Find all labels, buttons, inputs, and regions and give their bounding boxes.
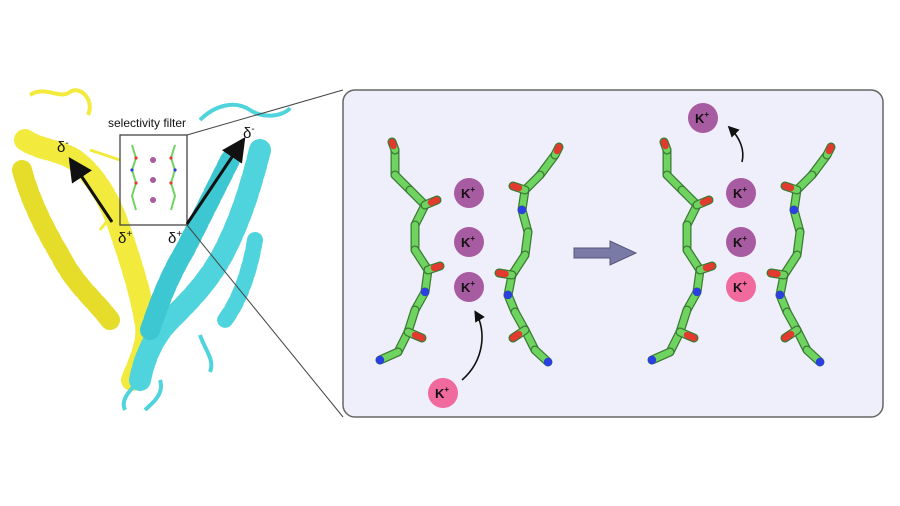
dipole-pos-left: δ+ — [118, 229, 132, 247]
dipole-pos-right: δ+ — [168, 229, 182, 247]
filter-miniature-sticks — [130, 144, 177, 211]
ion-exiting-label: K+ — [695, 110, 709, 126]
ion-after-1-label: K+ — [733, 185, 747, 201]
ion-before-3-label: K+ — [461, 279, 475, 295]
entry-arrow — [461, 310, 485, 381]
exit-arrow — [727, 125, 744, 163]
strand-left — [375, 137, 445, 365]
ion-entering: K+ — [428, 378, 458, 408]
ion-after-1: K+ — [726, 178, 756, 208]
dipole-neg-right: δ- — [243, 124, 255, 142]
ion-before-2: K+ — [454, 227, 484, 257]
dipole-arrow-right — [185, 137, 246, 225]
zoom-line-bottom — [186, 224, 344, 418]
ion-after-2: K+ — [726, 227, 756, 257]
filter-stick-models — [375, 137, 836, 367]
ion-after-3: K+ — [726, 272, 756, 302]
selectivity-filter-label: selectivity filter — [108, 116, 186, 130]
cyan-helix-subunit — [121, 102, 292, 412]
selectivity-filter-box — [119, 134, 188, 226]
ion-before-1: K+ — [454, 178, 484, 208]
ion-exiting: K+ — [688, 103, 718, 133]
strand-right — [494, 142, 564, 367]
ion-after-3-label: K+ — [733, 279, 747, 295]
strand-right — [766, 142, 836, 367]
dipole-arrow-left — [68, 157, 114, 223]
ion-entering-label: K+ — [435, 385, 449, 401]
protein-structure: selectivity filter δ- δ+ δ+ δ- — [12, 88, 292, 412]
ion-after-2-label: K+ — [733, 234, 747, 250]
ion-before-1-label: K+ — [461, 185, 475, 201]
transition-arrow — [573, 240, 638, 266]
ion-before-2-label: K+ — [461, 234, 475, 250]
potassium-ions: K+ K+ K+ K+ K+ K+ K+ K+ — [428, 103, 756, 408]
zoom-line-top — [186, 89, 344, 136]
strand-left — [647, 137, 717, 365]
ion-before-3: K+ — [454, 272, 484, 302]
dipole-neg-left: δ- — [57, 138, 69, 156]
